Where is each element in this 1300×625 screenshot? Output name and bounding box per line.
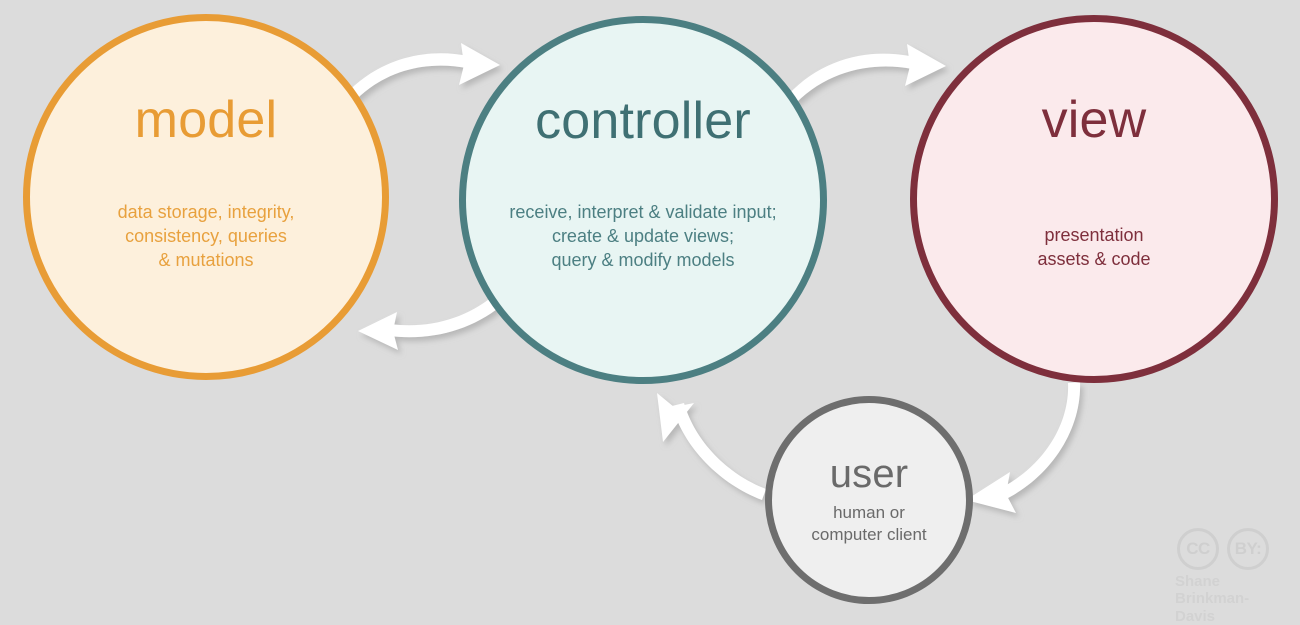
- node-view-description: presentation assets & code: [1037, 225, 1151, 269]
- node-user-description: human or computer client: [811, 502, 927, 544]
- node-controller-description: receive, interpret & validate input; cre…: [509, 202, 777, 270]
- arrow-controller-to-view: [788, 44, 946, 103]
- node-model[interactable]: model data storage, integrity, consisten…: [23, 14, 389, 380]
- arrow-user-to-controller: [657, 393, 766, 500]
- attribution-block: CC BY: Shane Brinkman-Davis: [1175, 528, 1287, 625]
- node-user[interactable]: user human or computer client: [765, 396, 973, 604]
- node-model-description: data storage, integrity, consistency, qu…: [117, 202, 295, 270]
- cc-by-icon: BY:: [1227, 528, 1269, 570]
- cc-icon: CC: [1177, 528, 1219, 570]
- node-user-title: user: [829, 451, 909, 496]
- arrow-model-to-controller: [344, 43, 500, 104]
- arrow-controller-to-model: [358, 296, 501, 350]
- node-view-title: view: [1041, 91, 1147, 149]
- node-controller-title: controller: [535, 92, 751, 150]
- node-controller[interactable]: controller receive, interpret & validate…: [459, 16, 827, 384]
- creative-commons-badges: CC BY:: [1177, 528, 1269, 570]
- node-model-title: model: [134, 91, 278, 149]
- node-view[interactable]: view presentation assets & code: [910, 15, 1278, 383]
- attribution-author: Shane Brinkman-Davis: [1175, 573, 1250, 625]
- arrow-view-to-user: [966, 382, 1081, 513]
